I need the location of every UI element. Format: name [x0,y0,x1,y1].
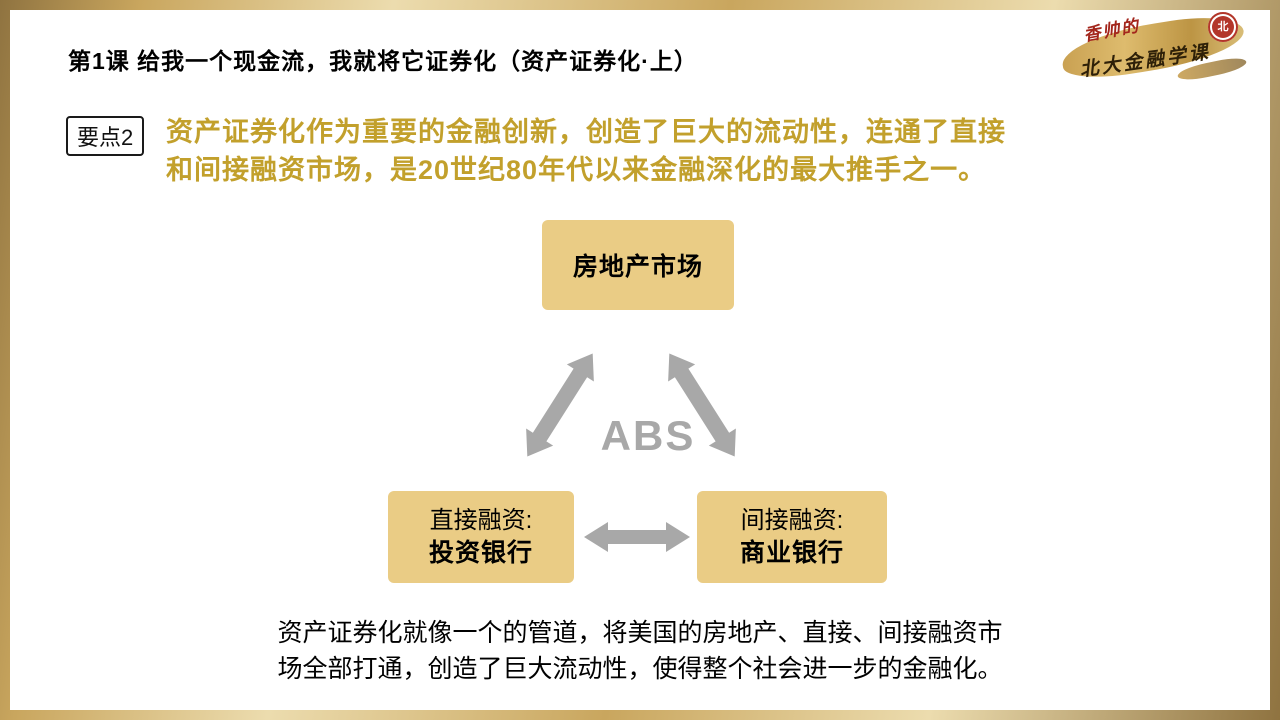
investment-bank-label: 投资银行 [428,539,533,567]
direct-financing-label: 直接融资: [429,507,533,534]
diagonal-double-arrows-icon [526,353,736,457]
real-estate-market-box: 房地产市场 [542,220,734,310]
abs-label: ABS [600,412,696,459]
commercial-bank-label: 商业银行 [739,539,844,567]
course-logo: 北 香帅的 北大金融学课 [1057,9,1252,96]
keypoint-line-1: 资产证券化作为重要的金融创新，创造了巨大的流动性，连通了直接 [166,117,1006,147]
summary-note-line-1: 资产证券化就像一个的管道，将美国的房地产、直接、间接融资市 [277,620,1003,647]
keypoint-badge: 要点2 [66,116,145,156]
horizontal-double-arrow-icon [584,522,690,552]
slide-content: 第1课 给我一个现金流，我就将它证券化（资产证券化·上） 北 香帅的 北大金融学… [10,9,1270,710]
keypoint-line-2: 和间接融资市场，是20世纪80年代以来金融深化的最大推手之一。 [166,155,987,185]
direct-financing-box: 直接融资: 投资银行 [388,491,574,583]
keypoint-text: 资产证券化作为重要的金融创新，创造了巨大的流动性，连通了直接 和间接融资市场，是… [166,113,1176,189]
page-title: 第1课 给我一个现金流，我就将它证券化（资产证券化·上） [68,48,698,74]
indirect-financing-box: 间接融资: 商业银行 [697,491,887,583]
summary-note-line-2: 场全部打通，创造了巨大流动性，使得整个社会进一步的金融化。 [277,656,1003,683]
summary-note: 资产证券化就像一个的管道，将美国的房地产、直接、间接融资市 场全部打通，创造了巨… [10,616,1270,688]
indirect-financing-label: 间接融资: [740,507,844,534]
university-seal-icon: 北 [1208,12,1238,42]
